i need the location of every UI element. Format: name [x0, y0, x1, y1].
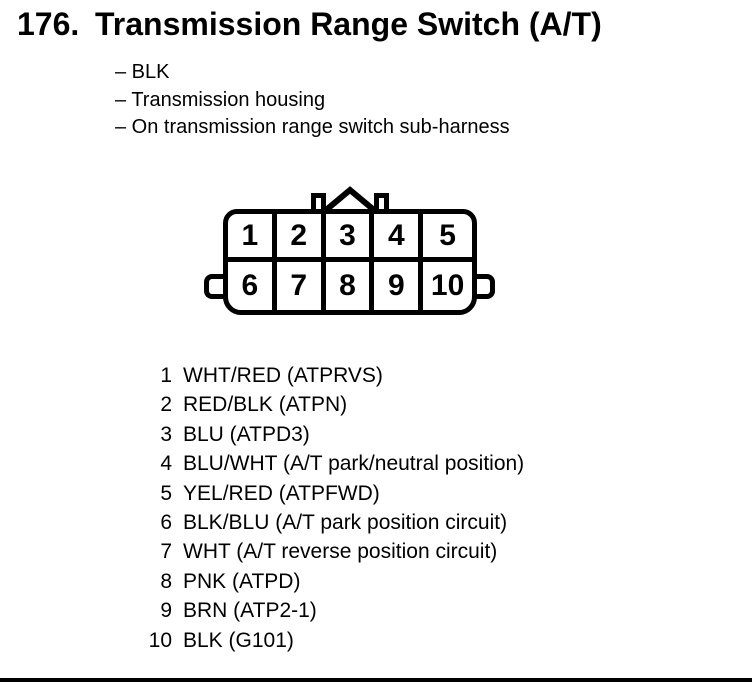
pin-number: 9 — [160, 599, 172, 623]
pin-number: 7 — [160, 540, 172, 564]
pin-description: PNK (ATPD) — [183, 569, 301, 593]
connector-pin-number: 7 — [290, 269, 308, 302]
pin-list-row: 9 BRN (ATP2-1) — [130, 596, 524, 625]
pin-list-row: 6 BLK/BLU (A/T park position circuit) — [130, 508, 524, 537]
pin-description: BLU (ATPD3) — [183, 422, 310, 446]
connector-pin-number: 3 — [339, 218, 356, 252]
pin-list-row: 7 WHT (A/T reverse position circuit) — [130, 537, 524, 566]
pin-number: 3 — [160, 422, 172, 446]
pin-description: YEL/RED (ATPFWD) — [183, 481, 380, 505]
connector-body: 1 2 3 4 5 6 7 8 9 10 — [223, 209, 477, 315]
connector-keying-chevron-icon — [324, 186, 376, 212]
pin-number: 10 — [148, 628, 172, 652]
connector-top-tab-right — [374, 193, 389, 210]
connector-pin-cell: 5 — [423, 214, 472, 262]
wire-info-list: – BLK – Transmission housing – On transm… — [115, 59, 510, 142]
pin-list-row: 5 YEL/RED (ATPFWD) — [130, 479, 524, 508]
wire-info-item: – Transmission housing — [115, 88, 326, 111]
pin-list-row: 3 BLU (ATPD3) — [130, 420, 524, 449]
pin-number: 1 — [160, 364, 172, 387]
connector-pin-cell: 3 — [325, 214, 375, 262]
pin-description: WHT (A/T reverse position circuit) — [183, 540, 498, 564]
pin-number: 5 — [160, 481, 172, 505]
connector-pin-cell: 2 — [276, 214, 326, 262]
pin-description: BLK/BLU (A/T park position circuit) — [183, 511, 508, 535]
pin-list-row: 10 BLK (G101) — [130, 626, 524, 655]
connector-diagram: 1 2 3 4 5 6 7 8 9 10 — [0, 0, 752, 340]
connector-pin-cell: 10 — [423, 262, 472, 310]
connector-pin-cell: 7 — [277, 262, 326, 310]
connector-pin-number: 4 — [387, 218, 405, 252]
pin-description: RED/BLK (ATPN) — [183, 393, 348, 417]
pin-number: 4 — [160, 452, 172, 476]
pin-list-row: 2 RED/BLK (ATPN) — [130, 390, 524, 419]
pin-list-row: 1 WHT/RED (ATPRVS) — [130, 361, 524, 390]
connector-pin-number: 5 — [439, 218, 456, 252]
connector-pin-cell: 4 — [374, 214, 424, 262]
connector-pin-number: 6 — [241, 269, 259, 302]
pin-description: BLU/WHT (A/T park/neutral position) — [183, 452, 525, 476]
pin-number: 8 — [160, 569, 172, 593]
pin-list-row: 8 PNK (ATPD) — [130, 567, 524, 596]
pin-list-row: 4 BLU/WHT (A/T park/neutral position) — [130, 449, 524, 478]
pin-description: BLK (G101) — [183, 628, 294, 652]
pin-description: BRN (ATP2-1) — [183, 599, 317, 623]
pin-description: WHT/RED (ATPRVS) — [183, 364, 383, 387]
section-number: 176. — [17, 6, 80, 42]
connector-pin-cell: 8 — [326, 262, 375, 310]
connector-pin-number: 9 — [387, 269, 405, 302]
bottom-divider — [0, 678, 752, 682]
connector-pin-number: 2 — [290, 218, 308, 252]
connector-pin-cell: 9 — [374, 262, 424, 310]
page-heading: 176. Transmission Range Switch (A/T) — [0, 6, 602, 42]
pin-list: 1 WHT/RED (ATPRVS) 2 RED/BLK (ATPN) 3 BL… — [130, 361, 525, 655]
pin-number: 6 — [160, 511, 172, 535]
pin-number: 2 — [160, 393, 172, 417]
connector-top-tab-left — [311, 193, 326, 210]
connector-pin-cell: 1 — [228, 214, 277, 262]
connector-pin-cell: 6 — [228, 262, 277, 310]
connector-pin-number: 8 — [339, 269, 356, 302]
connector-pin-number: 10 — [430, 269, 465, 302]
wire-info-item: – BLK — [115, 61, 170, 83]
page-title: Transmission Range Switch (A/T) — [95, 6, 602, 42]
wire-info-item: – On transmission range switch sub-harne… — [115, 116, 510, 138]
connector-pin-number: 1 — [241, 218, 259, 252]
connector-side-tab-right — [472, 274, 495, 299]
